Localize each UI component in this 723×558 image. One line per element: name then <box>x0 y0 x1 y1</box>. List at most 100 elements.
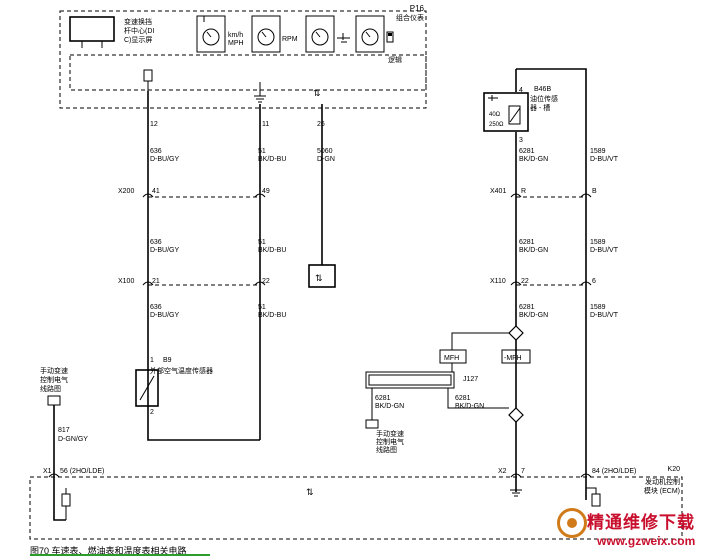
wire-51-color-c: BK/D-BU <box>258 312 286 319</box>
manual-ref-left-line1: 手动变速 <box>40 366 68 375</box>
p16-name: 组合仪表 <box>396 13 424 22</box>
j127-circuit-b: 6281 <box>455 395 471 402</box>
wire-1589-color-b: D-BU/VT <box>590 247 619 254</box>
manual-ref-left-line3: 线路图 <box>40 384 61 393</box>
wire-5060-circuit: 5060 <box>317 148 333 155</box>
pin-11: 11 <box>262 121 269 128</box>
x110-pin-22: 22 <box>521 278 529 285</box>
tachometer-gauge-icon <box>251 15 281 53</box>
splice-diamond-top-icon <box>508 325 524 341</box>
b46b-name-1: 油位传感 <box>530 94 558 103</box>
logic-label: 逻辑 <box>388 55 402 64</box>
neg-mfh-box <box>501 349 531 364</box>
b46b-value-250: 250Ω <box>489 122 504 128</box>
wire-6281-circuit-b: 6281 <box>519 239 535 246</box>
manual-ref-mid-line1: 手动变速 <box>376 429 404 438</box>
wire-636-circuit-a: 636 <box>150 148 162 155</box>
watermark-cn: 精通维修下载 <box>587 513 695 533</box>
wire-6281-circuit-c: 6281 <box>519 304 535 311</box>
wire-51-circuit-a: 51 <box>258 148 266 155</box>
serial-data-arrows-icon: ⇅ <box>315 273 323 283</box>
rpm-label: RPM <box>282 36 298 43</box>
x1-pin-text: 56 (2HO/LDE) <box>60 468 104 475</box>
wire-5060-color: D-GN <box>317 156 335 163</box>
x100-pin-21: 21 <box>152 278 160 285</box>
figure-caption: 图70 车速表、燃油表和温度表相关电路 <box>30 546 187 556</box>
j127-id: J127 <box>463 376 478 383</box>
speed-unit-kmh: km/h <box>228 32 243 39</box>
mfh-label: MFH <box>444 355 459 362</box>
b46b-pin-4: 4 <box>519 87 523 94</box>
x100-id: X100 <box>118 278 134 285</box>
x2-pin-84: 84 (2HO/LDE) <box>592 468 636 475</box>
manual-ref-left-line2: 控制电气 <box>40 375 68 384</box>
temperature-gauge-icon <box>305 15 350 53</box>
watermark-logo-icon <box>557 508 587 538</box>
wire-6281-color-a: BK/D-GN <box>519 156 548 163</box>
wire-636-color-c: D-BU/GY <box>150 312 180 319</box>
wire-817-color: D-GN/GY <box>58 436 88 443</box>
dic-label-3: C)显示屏 <box>124 36 152 44</box>
pin-26: 26 <box>317 121 325 128</box>
caption-underline <box>30 554 210 556</box>
x2-id: X2 <box>498 468 507 475</box>
p16-id: P16 <box>410 4 425 13</box>
wire-817-circuit: 817 <box>58 427 70 434</box>
p16-cluster-box <box>59 10 427 109</box>
splice-diamond-bottom-icon <box>508 407 524 423</box>
x200-pin-41: 41 <box>152 188 160 195</box>
watermark-url: www.gzweix.com <box>597 534 696 548</box>
b46b-pin-3: 3 <box>519 137 523 144</box>
j127-splice-pack <box>365 371 455 389</box>
manual-ref-left-icon <box>47 395 61 406</box>
dic-label-2: 杆中心(DI <box>124 26 154 35</box>
x110-pin-6: 6 <box>592 278 596 285</box>
wire-1589-color-c: D-BU/VT <box>590 312 619 319</box>
ecm-resistor-right-icon <box>591 493 601 507</box>
wire-1589 <box>516 68 587 500</box>
b9-pin-2: 2 <box>150 409 154 416</box>
b9-pin-1: 1 <box>150 357 154 364</box>
p16-pullup-resistor-icon <box>143 69 153 82</box>
wire-1589-color-a: D-BU/VT <box>590 156 619 163</box>
dic-label-1: 变速换挡 <box>124 17 152 26</box>
x100-pin-22: 22 <box>262 278 270 285</box>
manual-ref-mid-icon <box>365 419 379 429</box>
x2-pin-7: 7 <box>521 468 525 475</box>
j127-color-a: BK/D-GN <box>375 403 404 410</box>
wire-1589-circuit-b: 1589 <box>590 239 606 246</box>
wire-51-circuit-c: 51 <box>258 304 266 311</box>
manual-ref-mid-line3: 线路图 <box>376 445 397 454</box>
k20-id: K20 <box>668 466 681 473</box>
wire-6281-circuit-a: 6281 <box>519 148 535 155</box>
wire-817 <box>53 405 66 521</box>
x1-id: X1 <box>43 468 52 475</box>
pin-12: 12 <box>150 121 158 128</box>
x200-id: X200 <box>118 188 134 195</box>
b46b-value-40: 40Ω <box>489 112 501 118</box>
wire-51-color-b: BK/D-BU <box>258 247 286 254</box>
b9-id: B9 <box>163 357 172 364</box>
wire-1589-circuit-a: 1589 <box>590 148 606 155</box>
wire-6281-color-b: BK/D-GN <box>519 247 548 254</box>
ecm-resistor-left-icon <box>61 493 71 507</box>
b46b-id: B46B <box>534 86 551 93</box>
manual-ref-mid-line2: 控制电气 <box>376 437 404 446</box>
x401-pin-b: B <box>592 188 597 195</box>
b46b-name-2: 器 - 槽 <box>530 103 550 112</box>
x200-pin-49: 49 <box>262 188 270 195</box>
b46b-fuel-sensor-icon <box>483 92 529 132</box>
j127-color-b: BK/D-GN <box>455 403 484 410</box>
wire-636-circuit-c: 636 <box>150 304 162 311</box>
b9-name: 外部空气温度传感器 <box>150 366 213 375</box>
wire-51-circuit-b: 51 <box>258 239 266 246</box>
p16-bidirectional-arrows-icon: ⇅ <box>313 88 321 98</box>
speedometer-gauge-icon <box>196 15 226 53</box>
serial-data-box <box>308 264 336 288</box>
x110-id: X110 <box>490 278 506 285</box>
wire-636-color-b: D-BU/GY <box>150 247 180 254</box>
wire-6281-color-c: BK/D-GN <box>519 312 548 319</box>
mfh-box <box>439 349 467 364</box>
fuel-gauge-icon <box>355 15 394 53</box>
